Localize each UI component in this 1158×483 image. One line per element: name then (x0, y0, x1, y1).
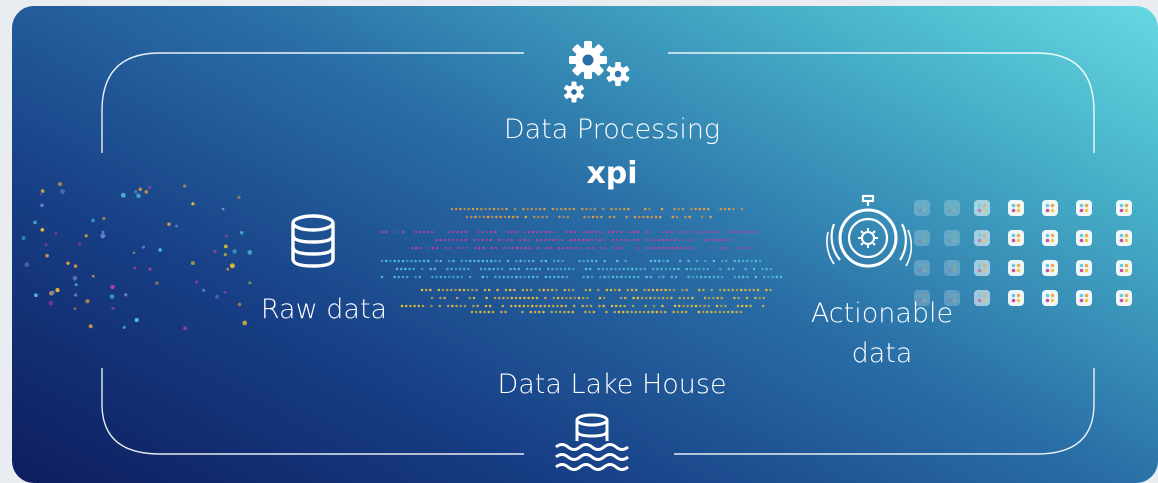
pipeline-frame (21, 52, 1132, 455)
database-water-icon (555, 413, 629, 471)
actionable-data-label: Actionable data (810, 298, 954, 369)
data-lake-label: Data Lake House (497, 369, 727, 400)
database-icon (291, 214, 335, 268)
actionable-data-tiles (914, 200, 1132, 306)
gears-icon (564, 41, 630, 103)
stopwatch-gear-icon (826, 194, 912, 268)
raw-data-label: Raw data (260, 294, 388, 325)
processing-stream (380, 207, 783, 314)
diagram-card: Data Processing xpi Raw data Actiona (12, 6, 1158, 483)
raw-data-dots (21, 182, 253, 331)
processing-label: Data Processing (503, 114, 721, 145)
engine-label: xpi (586, 156, 638, 191)
